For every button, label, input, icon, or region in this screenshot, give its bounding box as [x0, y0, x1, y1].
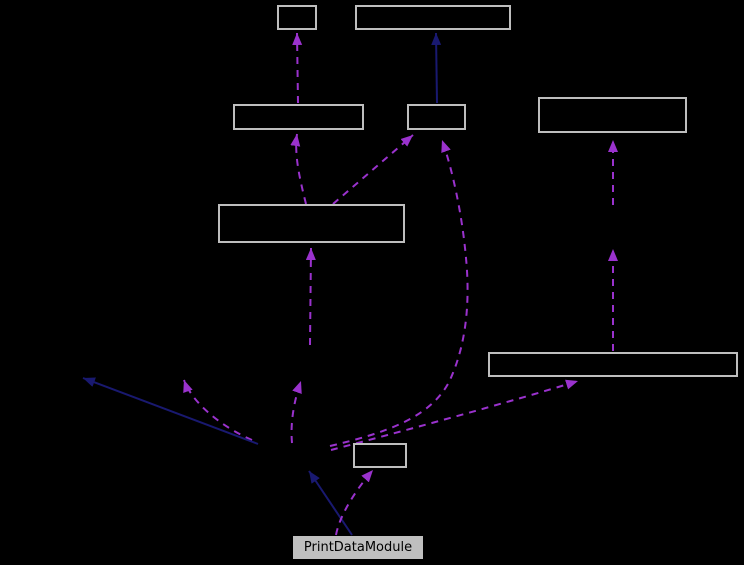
class-node-printdatamodule[interactable]: PrintDataModule	[293, 536, 423, 559]
class-node-n5[interactable]	[538, 97, 687, 133]
class-node-label: PrintDataModule	[303, 540, 413, 555]
edge-e12-usage-arrow	[305, 247, 316, 346]
edge-e11-inheritance-arrow	[82, 377, 259, 445]
class-node-n4[interactable]	[407, 104, 466, 130]
edge-e8-usage-arrow	[330, 379, 579, 451]
edge-e4-usage-arrow	[332, 134, 414, 205]
edge-e3-usage-arrow	[290, 133, 307, 205]
edge-e10-usage-arrow	[183, 379, 253, 441]
class-node-n8[interactable]	[353, 443, 407, 468]
class-node-n1[interactable]	[277, 5, 317, 30]
edge-e2-inheritance-arrow	[431, 32, 442, 104]
class-node-n2[interactable]	[355, 5, 511, 30]
edge-e14-usage-arrow	[335, 469, 374, 536]
edge-e13-inheritance-arrow	[308, 470, 353, 536]
edge-e5-usage-arrow	[329, 139, 469, 447]
class-node-n3[interactable]	[233, 104, 364, 130]
class-node-n7[interactable]	[488, 352, 738, 377]
edge-e9-usage-arrow	[290, 380, 302, 444]
class-node-n6[interactable]	[218, 204, 405, 243]
edge-e1-usage-arrow	[292, 32, 303, 104]
